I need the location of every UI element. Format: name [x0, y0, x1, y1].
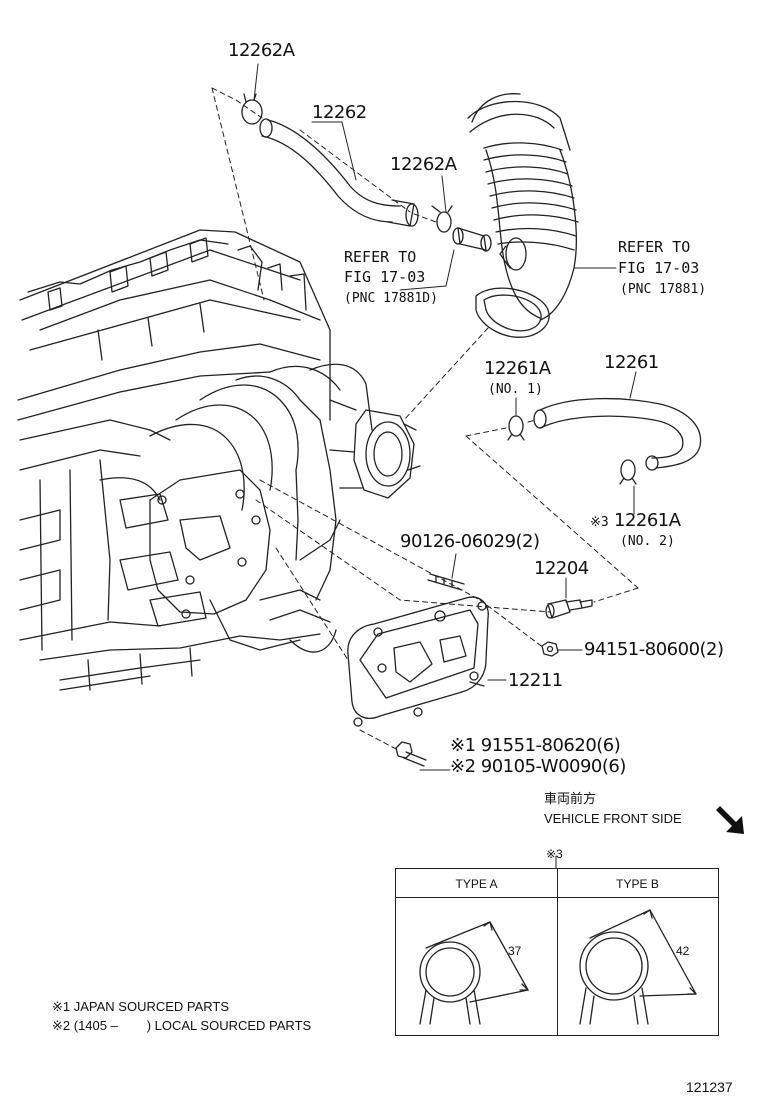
part-label-12261A-no2: 12261A	[614, 510, 681, 531]
footnote-local-sourced: ※2 (1405 – ) LOCAL SOURCED PARTS	[52, 1018, 312, 1033]
part-label-12262: 12262	[312, 102, 367, 123]
table-mark: ※3	[546, 847, 563, 861]
table-header-type-b: TYPE B	[616, 877, 659, 891]
clamp-type-b-sketch	[579, 909, 697, 1025]
table-column-divider	[557, 869, 558, 1035]
part-label-12211: 12211	[508, 670, 563, 691]
refer-label-2-line2: FIG 17-03	[618, 259, 700, 277]
clamp-type-a-sketch	[419, 921, 529, 1025]
refer-label-1-line2: FIG 17-03	[344, 268, 426, 286]
fitting-17881D	[452, 227, 492, 252]
hose-12261-illustration	[533, 397, 702, 471]
dimension-type-b: 42	[676, 944, 690, 958]
refer-label-1-line1: REFER TO	[344, 248, 417, 266]
engine-block-illustration	[17, 229, 421, 691]
table-header-type-a: TYPE A	[455, 877, 498, 891]
air-intake-hose-illustration	[467, 93, 579, 338]
arrow-down-right-icon	[714, 806, 744, 834]
clamp-12262A-mid	[431, 205, 453, 233]
clamp-12261A-no2	[619, 459, 637, 485]
part-label-94151: 94151-80600(2)	[584, 639, 724, 660]
refer-label-1-pnc: (PNC 17881D)	[344, 291, 438, 306]
part-label-91551: ※1 91551-80620(6)	[450, 735, 621, 756]
part-note-12261A-no1: (NO. 1)	[488, 382, 543, 397]
nut-94151	[541, 641, 559, 657]
clamp-12262A-top	[241, 93, 263, 125]
part-label-12261: 12261	[604, 352, 659, 373]
bracket-12211	[347, 596, 489, 727]
figure-number: 121237	[686, 1079, 733, 1095]
leader-lines	[253, 63, 637, 771]
part-label-12262A-mid: 12262A	[390, 154, 457, 175]
assembly-guide-lines	[211, 87, 639, 751]
direction-label-jp: 車両前方	[544, 791, 597, 806]
sensor-12204	[545, 599, 593, 619]
direction-label-en: VEHICLE FRONT SIDE	[544, 811, 682, 826]
part-mark-12261A-no2: ※3	[590, 515, 609, 530]
part-label-12204: 12204	[534, 558, 589, 579]
bolt-91551	[395, 741, 427, 767]
part-note-12261A-no2: (NO. 2)	[620, 534, 675, 549]
hose-12262-illustration	[259, 118, 419, 227]
clamp-12261A-no1	[507, 415, 525, 441]
refer-label-2-line1: REFER TO	[618, 238, 691, 256]
refer-label-2-pnc: (PNC 17881)	[620, 282, 707, 297]
part-label-90126: 90126-06029(2)	[400, 531, 540, 552]
part-label-12262A-top: 12262A	[228, 40, 295, 61]
part-label-90105: ※2 90105-W0090(6)	[450, 756, 626, 777]
footnote-japan-sourced: ※1 JAPAN SOURCED PARTS	[52, 999, 230, 1014]
clamp-type-table: TYPE A TYPE B	[395, 868, 719, 1036]
part-label-12261A-no1: 12261A	[484, 358, 551, 379]
dimension-type-a: 37	[508, 944, 522, 958]
